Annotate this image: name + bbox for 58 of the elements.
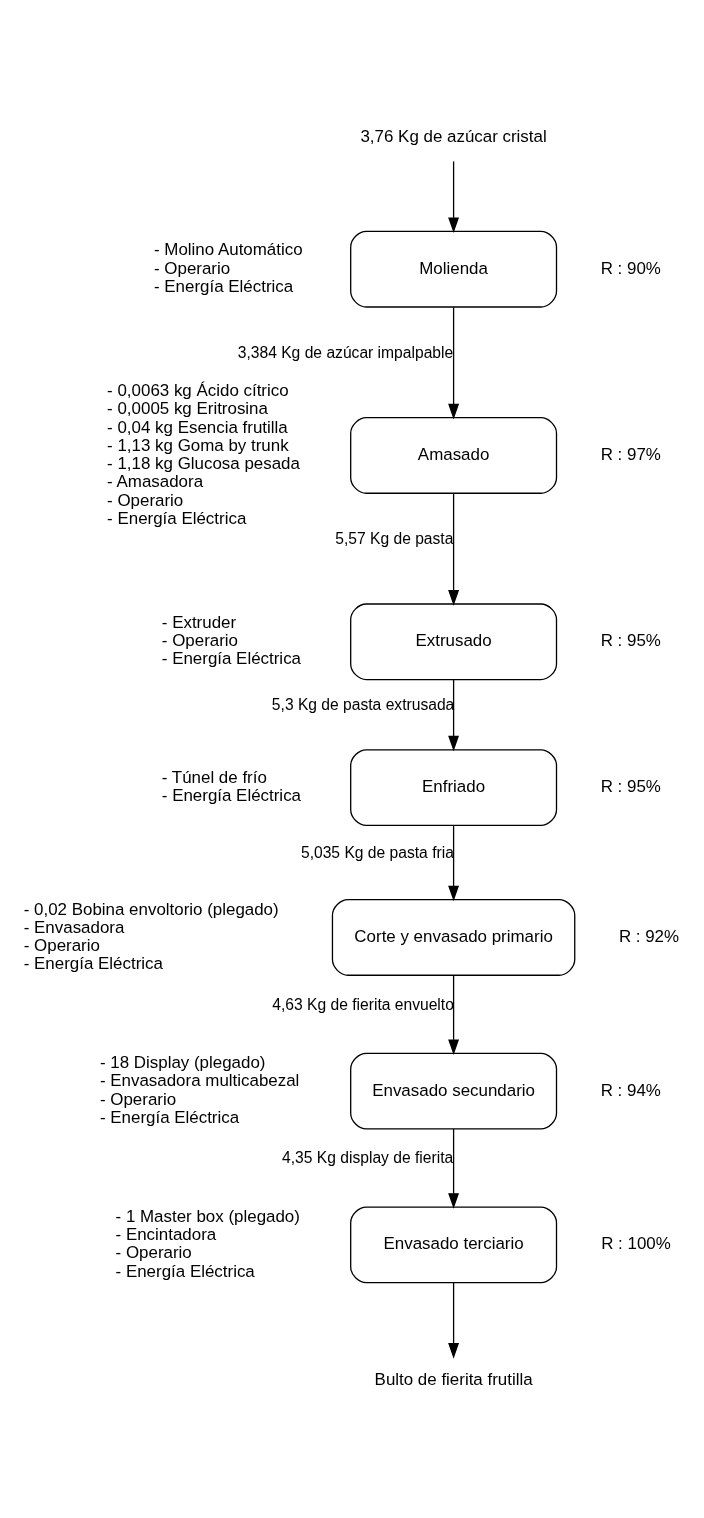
node-label: R : 92% — [618, 926, 680, 946]
node-label: - Túnel de frío — [161, 767, 267, 787]
node-label: - Energía Eléctrica — [99, 1107, 240, 1127]
node-label: - 0,02 Bobina envoltorio (plegado) — [23, 899, 279, 919]
node-label: - 1,18 kg Glucosa pesada — [107, 454, 300, 474]
node-box: Envasado secundario — [350, 1052, 558, 1130]
node-label: - Extruder — [161, 612, 237, 632]
edge-label: 5,3 Kg de pasta extrusada — [271, 695, 455, 713]
node-label: - Operario — [99, 1089, 177, 1109]
arrow — [448, 1128, 460, 1209]
edge-label: 4,63 Kg de fierita envuelto — [272, 995, 454, 1013]
node-label: - Operario — [23, 936, 100, 955]
node-label: - 1,13 kg Goma by trunk — [107, 435, 289, 455]
node-label: - Molino Automático — [154, 240, 303, 260]
arrow — [448, 825, 460, 902]
node-label: R : 90% — [600, 258, 661, 278]
node-label: - Operario — [115, 1243, 192, 1263]
arrow — [448, 160, 460, 234]
arrow — [448, 1282, 460, 1359]
arrow — [448, 492, 460, 606]
node-label: - Energía Eléctrica — [161, 649, 302, 669]
arrow — [448, 974, 460, 1056]
node-label: - Operario — [161, 631, 239, 651]
node-label: R : 95% — [600, 631, 661, 651]
node-label: - Encintadora — [115, 1225, 217, 1245]
node-box: Envasado terciario — [350, 1206, 558, 1284]
node-label: - Envasadora multicabezal — [99, 1071, 300, 1091]
node-label: - 0,04 kg Esencia frutilla — [107, 417, 288, 437]
node-label: - Operario — [107, 490, 184, 510]
node-label: R : 97% — [600, 444, 661, 464]
node-label: - Energía Eléctrica — [154, 276, 294, 296]
node-label: - Operario — [154, 258, 231, 278]
node-label: - 1 Master box (plegado) — [115, 1206, 300, 1226]
edge-label: 3,384 Kg de azúcar impalpable — [237, 343, 454, 361]
node-box: Enfriado — [350, 749, 558, 827]
node-box: Molienda — [350, 230, 558, 308]
edge-label: 4,35 Kg display de fierita — [282, 1149, 454, 1167]
node-label: - Amasadora — [107, 472, 204, 492]
node-label: R : 94% — [600, 1080, 661, 1100]
node-label: R : 100% — [601, 1234, 671, 1254]
node-box: Corte y envasado primario — [331, 899, 576, 976]
node-label: - 0,0005 kg Eritrosina — [107, 399, 268, 419]
node-box: Extrusado — [350, 603, 558, 681]
edge-label: 5,57 Kg de pasta — [335, 529, 454, 547]
arrow — [448, 678, 460, 752]
node-label: - 18 Display (plegado) — [99, 1053, 266, 1073]
node-label: - Energía Eléctrica — [23, 954, 163, 974]
node-box: Amasado — [350, 417, 558, 494]
node-label: - Envasadora — [23, 917, 125, 937]
node-text: 3,76 Kg de azúcar cristal — [360, 127, 547, 147]
node-label: - Energía Eléctrica — [107, 508, 247, 528]
node-label: - 0,0063 kg Ácido cítrico — [107, 381, 289, 401]
edge-label: 5,035 Kg de pasta fria — [300, 843, 454, 861]
node-label: R : 95% — [600, 777, 661, 797]
node-label: - Energía Eléctrica — [115, 1261, 255, 1281]
arrow — [448, 306, 460, 420]
node-text: Bulto de fierita frutilla — [374, 1369, 533, 1389]
node-label: - Energía Eléctrica — [161, 786, 302, 806]
